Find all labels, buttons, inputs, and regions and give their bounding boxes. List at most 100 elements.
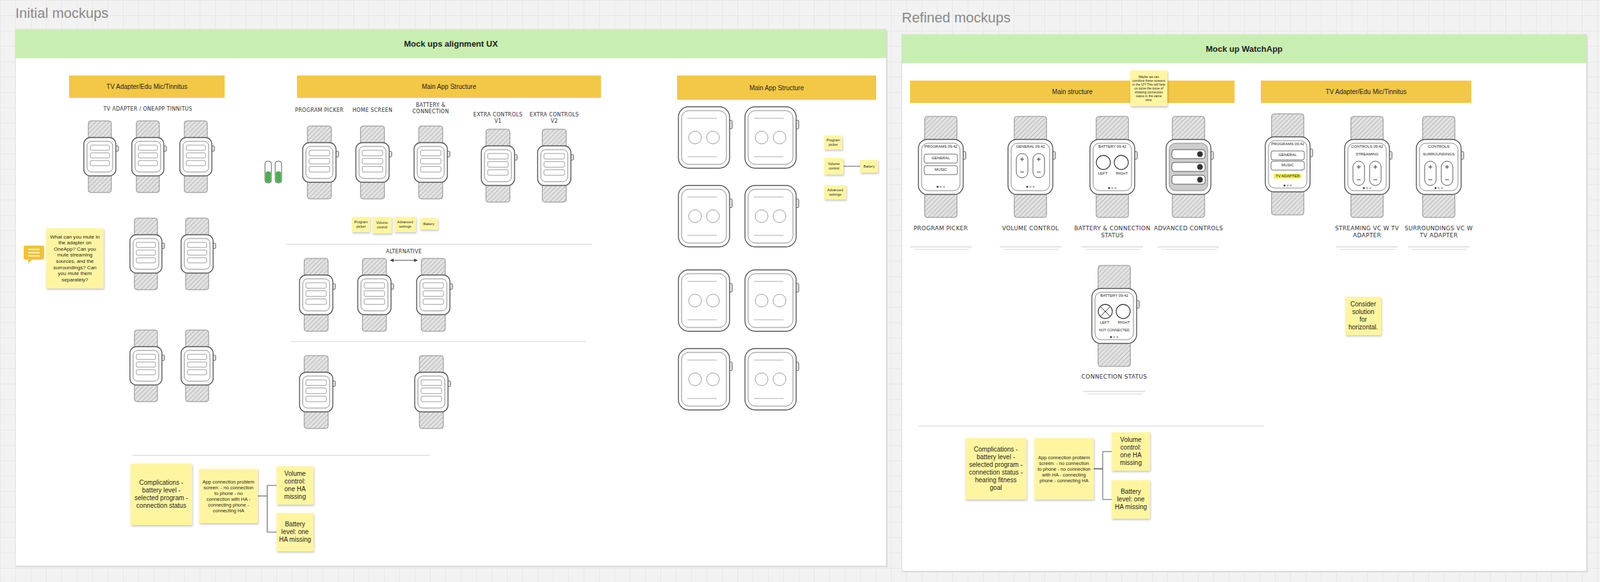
page-dot: [1365, 186, 1368, 189]
screen-button: [688, 294, 702, 308]
watch-sketch: [129, 330, 165, 402]
watch-screen: [302, 279, 330, 312]
watch-screen: [133, 350, 159, 382]
sketch-caption: EXTRA CONTROLS V1: [471, 112, 525, 125]
note-text: Complications -battery level - selected …: [133, 479, 189, 511]
connector-line: [257, 496, 277, 534]
toggle-knob: [1197, 164, 1204, 171]
watch-screen: [921, 143, 960, 191]
sticky-note: Volume control: [824, 158, 844, 175]
watch-sketch: [299, 258, 336, 332]
sticky-note: Volume control: one HA missing: [1111, 432, 1151, 472]
screen-button: [706, 373, 720, 386]
watch-screen: [135, 141, 161, 173]
note-text: Volume control: [373, 220, 391, 230]
level-fill: [275, 171, 281, 183]
screen-line: [753, 360, 784, 361]
watch-body: [299, 372, 333, 413]
divider-line: [132, 455, 431, 457]
watch-body: [181, 234, 214, 274]
watch-screen: [184, 350, 210, 382]
screen-row: [136, 242, 156, 248]
watch-body: [678, 348, 730, 411]
scribble-line: [1003, 249, 1059, 251]
screen-text: SURROUNDINGS: [1419, 152, 1458, 157]
note-text: Volume control: one HA missing: [1114, 436, 1148, 468]
double-arrow: [390, 260, 418, 262]
watch-screen: [419, 279, 447, 312]
screen-row: [186, 145, 206, 151]
screen-row: [187, 242, 207, 248]
page-dot: [1362, 186, 1365, 189]
volume-pill: [1032, 153, 1045, 178]
minus-stroke: [1020, 172, 1024, 173]
section-title: Main App Structure: [749, 84, 804, 92]
screen-text: BATTERY 09:42: [1095, 293, 1134, 299]
watch-screen: [1268, 140, 1307, 189]
note-text: Consider solution for horizontal.: [1347, 300, 1379, 332]
screen-button: [773, 373, 786, 386]
screen-button: [688, 209, 702, 223]
connector-line: [1093, 469, 1112, 500]
level-bar: [275, 161, 282, 184]
watch-screen: [417, 146, 445, 179]
section-title: Main structure: [1052, 88, 1093, 96]
watch-sketch: [678, 106, 733, 169]
sketch-caption: PROGRAM PICKER: [295, 107, 344, 114]
watch-screen: [681, 273, 727, 328]
scribble-line: [1157, 247, 1220, 248]
screen-line: [687, 281, 717, 283]
screen-row: [90, 145, 110, 151]
screen-row: [305, 396, 327, 402]
page-dot: [1289, 184, 1292, 187]
board-title: Refined mockups: [901, 9, 1094, 27]
watch-sketch: [181, 330, 216, 402]
watch-body: [744, 106, 797, 169]
screen-line: [753, 235, 784, 237]
watch-screen: [302, 376, 330, 409]
watch-sketch: [357, 258, 394, 332]
screen-button: [688, 131, 702, 144]
page-dot: [1437, 186, 1440, 189]
watch-sketch: [131, 120, 167, 193]
page-dot: [1440, 186, 1443, 189]
sticky-note: Volume control: [372, 216, 392, 234]
section-header: Main App Structure: [296, 75, 601, 98]
screen-row: [364, 282, 385, 289]
divider-line: [918, 426, 1264, 427]
watch-body: [678, 185, 730, 248]
volume-pill: [1352, 161, 1365, 186]
sticky-note: App connection problem screen: - no conn…: [1034, 438, 1094, 500]
screen-row: [421, 380, 442, 386]
screen-text: CONTROLS: [1419, 144, 1458, 150]
page-dot: [936, 185, 939, 188]
watch-body: [1089, 139, 1135, 195]
watch-body: [744, 185, 797, 248]
watch-sketch: [1089, 116, 1138, 218]
screen-button: [773, 209, 786, 223]
note-text: Program picker: [353, 220, 369, 229]
screen-line: [753, 156, 784, 158]
screen-row: [138, 160, 158, 166]
screen-line: [687, 118, 717, 120]
watch-screen: [1011, 143, 1050, 191]
sticky-note: App connection problem screen: - no conn…: [199, 469, 258, 524]
plus-stroke: [1447, 165, 1448, 169]
screen-text: PROGRAMS 09:42: [921, 144, 960, 150]
minus-stroke: [1445, 179, 1449, 181]
screen-text: GENERAL: [1271, 152, 1304, 158]
volume-pill: [1016, 153, 1028, 178]
volume-pill: [1369, 161, 1382, 186]
watch-body: [355, 142, 390, 183]
screen-row: [423, 291, 444, 297]
sticky-note: Battery level: one HA missing: [1111, 480, 1151, 520]
screen-row: [364, 291, 385, 297]
watch-sketch: [744, 270, 799, 332]
watch-body: [1008, 139, 1053, 195]
highlighted-screen-text: TV ADAPTER: [1273, 174, 1302, 179]
watch-body: [129, 346, 162, 386]
toggle-knob: [1197, 177, 1204, 184]
section-title: Main App Structure: [421, 83, 477, 91]
sketch-caption: BATTERY & CONNECTION STATUS: [1073, 225, 1151, 240]
sketch-caption: TV ADAPTER / ONEAPP TINNITUS: [87, 106, 209, 113]
